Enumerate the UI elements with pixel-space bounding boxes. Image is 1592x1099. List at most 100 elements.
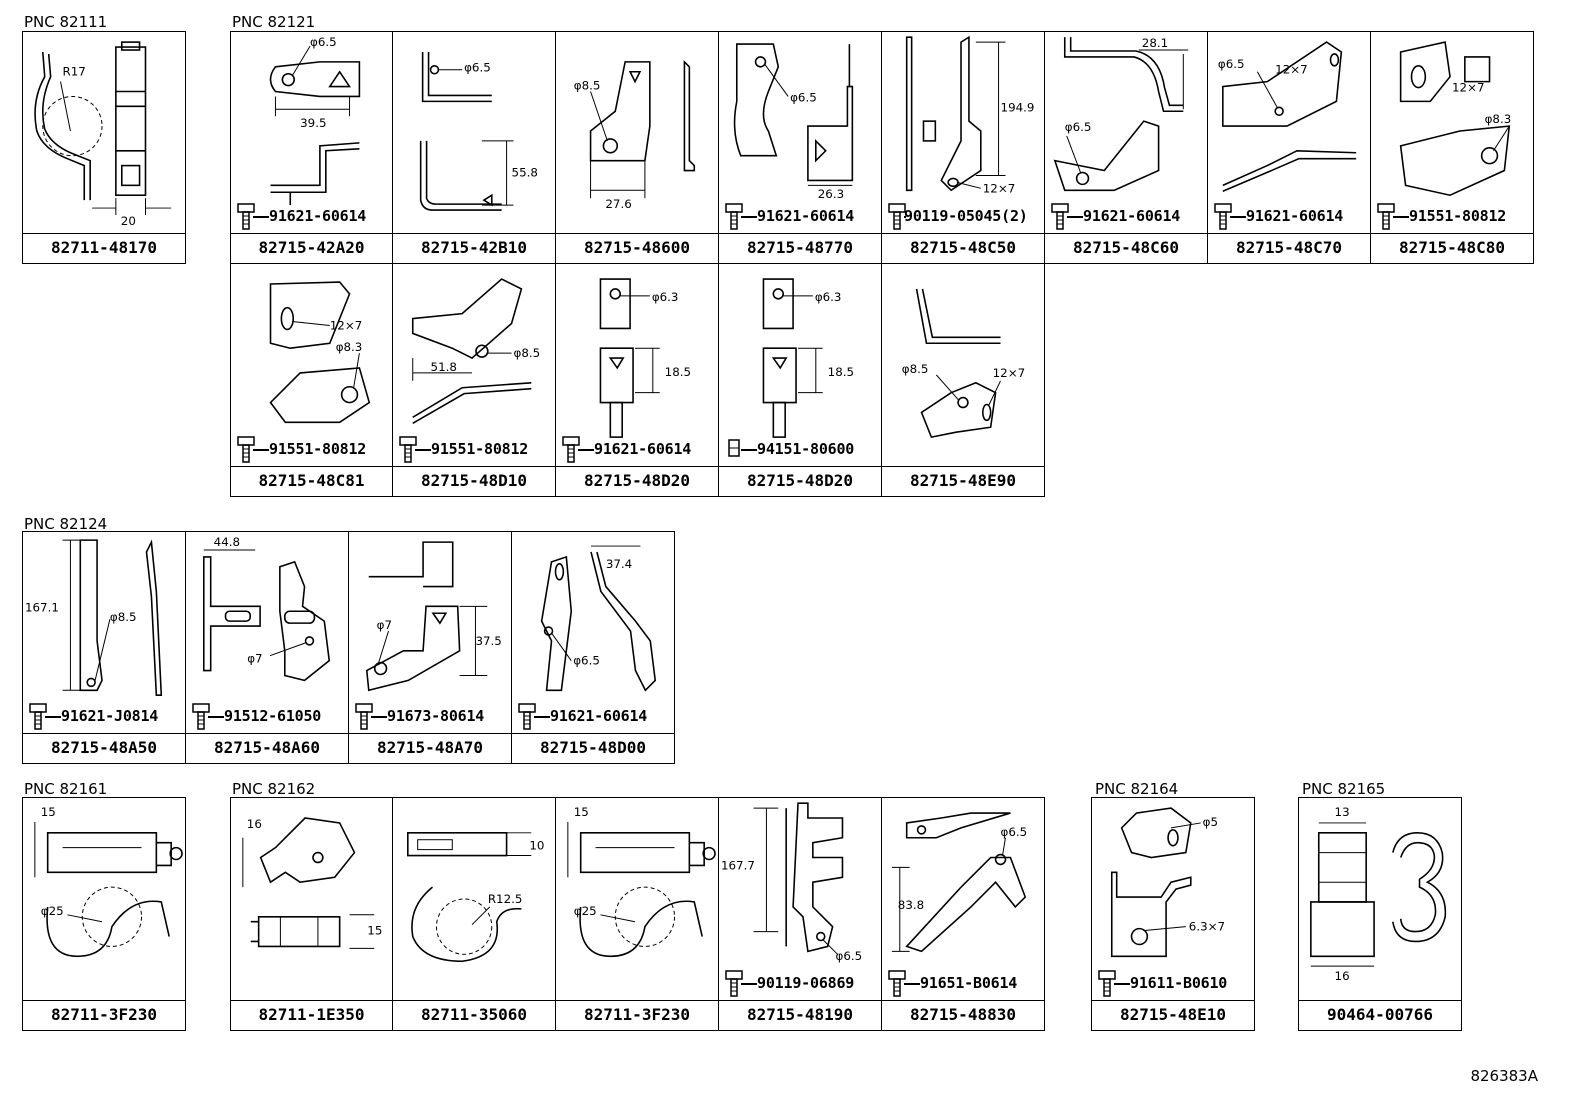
bolt-icon <box>562 436 580 463</box>
part-cell[interactable]: φ6.5 26.3 91621-60614 82715-48770 <box>718 31 882 264</box>
part-drawing: 167.7 φ6.5 <box>719 798 881 1000</box>
part-cell[interactable]: 10 R12.5 82711-35060 <box>392 797 556 1031</box>
svg-text:15: 15 <box>367 924 382 938</box>
part-cell[interactable]: φ6.5 55.8 82715-42B10 <box>392 31 556 264</box>
svg-text:φ6.5: φ6.5 <box>836 949 863 963</box>
part-number: 82711-3F230 <box>556 1000 718 1030</box>
svg-text:16: 16 <box>247 817 262 831</box>
svg-text:φ6.5: φ6.5 <box>573 654 600 668</box>
part-drawing: φ8.5 27.6 <box>556 32 718 233</box>
part-number: 82715-48770 <box>719 233 881 263</box>
fastener-part-number: 90119-06869 <box>757 974 855 992</box>
part-cell[interactable]: φ6.3 18.5 91621-60614 82715-48D20 <box>555 263 719 497</box>
part-drawing: φ6.5 83.8 <box>882 798 1044 1000</box>
svg-text:16: 16 <box>1335 969 1350 983</box>
svg-text:27.6: 27.6 <box>605 197 631 211</box>
svg-text:φ7: φ7 <box>377 618 392 632</box>
part-cell[interactable]: φ8.5 12×7 82715-48E90 <box>881 263 1045 497</box>
bolt-icon <box>1377 203 1395 230</box>
bolt-icon <box>518 703 536 730</box>
svg-text:44.8: 44.8 <box>214 535 240 549</box>
part-number: 82715-48D10 <box>393 466 555 496</box>
bolt-icon <box>725 203 743 230</box>
svg-text:15: 15 <box>574 805 589 819</box>
bolt-icon <box>29 703 47 730</box>
fastener-row: 91621-60614 <box>512 701 674 731</box>
group-label-82162: PNC 82162 <box>232 780 316 798</box>
part-drawing: 10 R12.5 <box>393 798 555 1000</box>
bolt-icon <box>1214 203 1232 230</box>
part-number: 82715-48830 <box>882 1000 1044 1030</box>
part-cell[interactable]: 194.9 12×7 90119-05045(2) 82715-48C50 <box>881 31 1045 264</box>
svg-text:20: 20 <box>121 214 136 228</box>
svg-text:37.5: 37.5 <box>475 634 501 648</box>
svg-text:18.5: 18.5 <box>828 365 854 379</box>
bolt-icon <box>355 703 373 730</box>
group-label-82121: PNC 82121 <box>232 13 316 31</box>
svg-text:φ6.5: φ6.5 <box>1065 120 1092 134</box>
part-number: 82715-48D20 <box>556 466 718 496</box>
bolt-icon <box>1051 203 1069 230</box>
part-cell[interactable]: φ6.5 12×7 91621-60614 82715-48C70 <box>1207 31 1371 264</box>
fastener-row: 91551-80812 <box>231 434 392 464</box>
svg-text:37.4: 37.4 <box>606 557 632 571</box>
part-number: 90464-00766 <box>1299 1000 1461 1030</box>
fastener-part-number: 91621-60614 <box>1246 207 1344 225</box>
svg-text:φ6.3: φ6.3 <box>652 290 679 304</box>
part-cell[interactable]: 16 15 82711-1E350 <box>230 797 393 1031</box>
part-cell[interactable]: φ6.3 18.5 94151-80600 82715-48D20 <box>718 263 882 497</box>
part-cell[interactable]: 44.8 φ7 91512-61050 82715-48A60 <box>185 531 349 764</box>
fastener-part-number: 91621-60614 <box>594 440 692 458</box>
svg-text:φ25: φ25 <box>574 904 597 918</box>
part-cell[interactable]: φ7 37.5 91673-80614 82715-48A70 <box>348 531 512 764</box>
part-drawing: 12×7 φ8.3 <box>231 264 392 466</box>
fastener-row: 91551-80812 <box>393 434 555 464</box>
part-number: 82715-48600 <box>556 233 718 263</box>
part-number: 82715-48A70 <box>349 733 511 763</box>
fastener-part-number: 91621-60614 <box>1083 207 1181 225</box>
fastener-part-number: 91621-60614 <box>269 207 367 225</box>
bolt-icon <box>888 203 906 230</box>
part-drawing: 44.8 φ7 <box>186 532 348 733</box>
svg-text:6.3×7: 6.3×7 <box>1189 920 1225 934</box>
part-cell[interactable]: 167.1 φ8.5 91621-J0814 82715-48A50 <box>22 531 186 764</box>
part-number: 82711-35060 <box>393 1000 555 1030</box>
fastener-row: 91621-60614 <box>719 201 881 231</box>
part-cell[interactable]: 13 16 90464-00766 <box>1298 797 1462 1031</box>
fastener-row: 91621-60614 <box>231 201 392 231</box>
fastener-row: 91621-60614 <box>1045 201 1207 231</box>
part-cell[interactable]: φ6.5 39.5 91621-60614 82715-42A20 <box>230 31 393 264</box>
bolt-icon <box>888 970 906 997</box>
part-number: 82715-48D00 <box>512 733 674 763</box>
part-cell[interactable]: 15 φ25 82711-3F230 <box>22 797 186 1031</box>
part-cell[interactable]: φ8.5 51.8 91551-80812 82715-48D10 <box>392 263 556 497</box>
bolt-icon <box>399 436 417 463</box>
svg-text:R12.5: R12.5 <box>488 892 523 906</box>
part-number: 82715-48D20 <box>719 466 881 496</box>
part-cell[interactable]: 28.1 φ6.5 91621-60614 82715-48C60 <box>1044 31 1208 264</box>
part-cell[interactable]: φ5 6.3×7 91611-B0610 82715-48E10 <box>1091 797 1255 1031</box>
fastener-row: 91611-B0610 <box>1092 968 1254 998</box>
part-cell[interactable]: φ6.5 83.8 91651-B0614 82715-48830 <box>881 797 1045 1031</box>
svg-text:13: 13 <box>1335 805 1350 819</box>
part-cell[interactable]: 15 φ25 82711-3F230 <box>555 797 719 1031</box>
part-drawing: 12×7 φ8.3 <box>1371 32 1533 233</box>
svg-text:28.1: 28.1 <box>1142 36 1168 50</box>
part-cell[interactable]: 12×7 φ8.3 91551-80812 82715-48C81 <box>230 263 393 497</box>
fastener-row: 90119-05045(2) <box>882 201 1044 231</box>
part-drawing: 16 15 <box>231 798 392 1000</box>
svg-text:12×7: 12×7 <box>330 318 363 332</box>
part-cell[interactable]: φ6.5 37.4 91621-60614 82715-48D00 <box>511 531 675 764</box>
svg-text:167.1: 167.1 <box>25 600 59 614</box>
part-number: 82711-3F230 <box>23 1000 185 1030</box>
fastener-row: 91621-60614 <box>556 434 718 464</box>
svg-text:φ8.5: φ8.5 <box>574 79 601 93</box>
fastener-row: 91621-J0814 <box>23 701 185 731</box>
part-cell[interactable]: 167.7 φ6.5 90119-06869 82715-48190 <box>718 797 882 1031</box>
part-cell[interactable]: R17 20 82711-48170 <box>22 31 186 264</box>
fastener-part-number: 91611-B0610 <box>1130 974 1228 992</box>
part-cell[interactable]: φ8.5 27.6 82715-48600 <box>555 31 719 264</box>
part-cell[interactable]: 12×7 φ8.3 91551-80812 82715-48C80 <box>1370 31 1534 264</box>
part-drawing: φ6.3 18.5 <box>719 264 881 466</box>
part-number: 82715-48C80 <box>1371 233 1533 263</box>
